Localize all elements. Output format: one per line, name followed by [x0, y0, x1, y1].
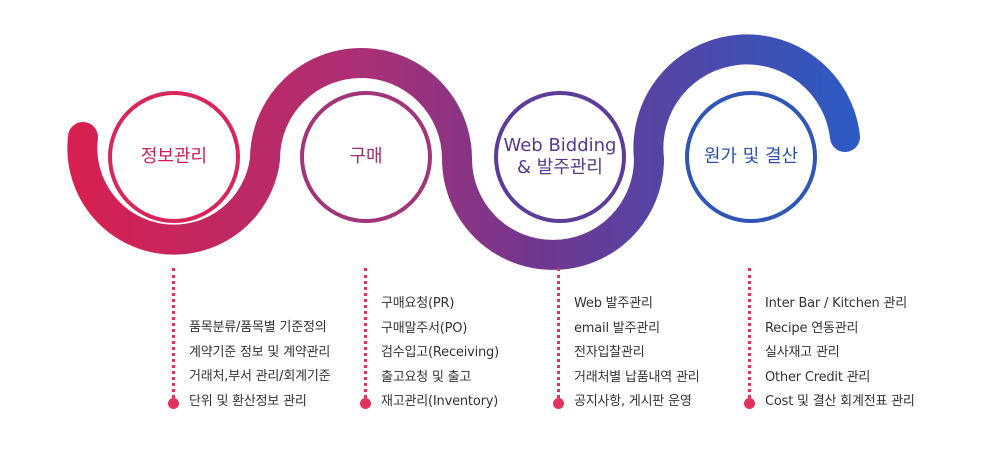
list-item: Recipe 연동관리: [765, 320, 859, 336]
step-circle-cost-settlement: 원가 및 결산: [685, 91, 817, 223]
list-item: 출고요청 및 출고: [381, 369, 472, 385]
list-item: Other Credit 관리: [765, 369, 871, 385]
detail-list-web-bidding: Web 발주관리 email 발주관리 전자입찰관리 거래처별 납품내역 관리 …: [574, 292, 700, 415]
list-item: 공지사항, 게시판 운영: [574, 394, 692, 409]
list-item: 거래처,부서 관리/회계기준: [189, 369, 331, 384]
step-title-line: 구매: [349, 146, 383, 168]
list-item: 품목분류/품목별 기준정의: [189, 320, 327, 335]
bullet-dot: [360, 398, 371, 409]
connector-line: [172, 268, 175, 398]
step-title-line: 원가 및 결산: [703, 146, 799, 168]
list-item: 전자입찰관리: [574, 345, 645, 360]
connector-line: [748, 268, 751, 398]
list-item: 실사재고 관리: [765, 345, 840, 360]
detail-list-purchase: 구매요청(PR) 구매말주서(PO) 검수입고(Receiving) 출고요청 …: [381, 292, 499, 415]
bullet-dot: [553, 398, 564, 409]
connector-line: [557, 268, 560, 398]
bullet-dot: [744, 398, 755, 409]
bullet-dot: [168, 398, 179, 409]
list-item: 거래처별 납품내역 관리: [574, 369, 700, 385]
list-item: 계약기준 정보 및 계약관리: [189, 344, 331, 360]
connector-line: [364, 268, 367, 398]
list-item: Inter Bar / Kitchen 관리: [765, 296, 908, 311]
list-item: 구매말주서(PO): [381, 320, 468, 336]
list-item: Web 발주관리: [574, 296, 653, 311]
detail-list-cost-settlement: Inter Bar / Kitchen 관리 Recipe 연동관리 실사재고 …: [765, 292, 915, 415]
step-title-line: & 발주관리: [517, 157, 603, 178]
step-circle-purchase: 구매: [300, 91, 432, 223]
step-circle-web-bidding: Web Bidding & 발주관리: [494, 91, 626, 223]
wave-path: [67, 34, 860, 270]
list-item: 구매요청(PR): [381, 296, 455, 311]
list-item: 단위 및 환산정보 관리: [189, 393, 307, 409]
list-item: Cost 및 결산 회계전표 관리: [765, 394, 915, 409]
detail-list-info-management: 품목분류/품목별 기준정의 계약기준 정보 및 계약관리 거래처,부서 관리/회…: [189, 316, 331, 414]
list-item: 재고관리(Inventory): [381, 394, 499, 409]
step-title-line: 정보관리: [140, 146, 208, 168]
step-title-line: Web Bidding: [503, 135, 617, 157]
step-circle-info-management: 정보관리: [108, 91, 240, 223]
list-item: email 발주관리: [574, 320, 660, 336]
list-item: 검수입고(Receiving): [381, 345, 499, 360]
